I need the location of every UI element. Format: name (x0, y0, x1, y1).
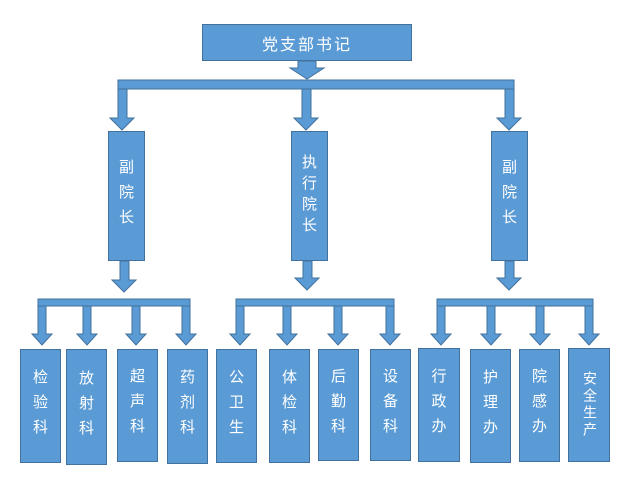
arrow-dept-6 (275, 305, 299, 346)
manager-label: 副院长 (117, 158, 135, 234)
manager-label: 副院长 (500, 158, 518, 234)
dept-node-radiology: 放射科 (66, 349, 107, 465)
arrow-from-manager-1 (110, 260, 138, 293)
arrow-dept-1 (30, 305, 54, 346)
dept-node-infection-control: 院感办 (519, 349, 560, 462)
dept-node-administration: 行政办 (418, 348, 460, 462)
group-bar-2 (235, 298, 395, 307)
dept-label: 放射科 (77, 369, 95, 445)
top-horizontal-bar (117, 79, 515, 90)
group-bar-3 (436, 298, 594, 307)
arrow-dept-12 (577, 305, 601, 346)
arrow-to-manager-1 (108, 88, 136, 131)
arrow-dept-9 (429, 305, 453, 346)
root-arrow (288, 60, 326, 80)
arrow-dept-10 (479, 305, 503, 346)
dept-label: 院感办 (530, 368, 548, 443)
root-node-party-secretary: 党支部书记 (202, 24, 412, 61)
arrow-to-manager-2 (292, 88, 320, 131)
arrow-dept-5 (228, 305, 252, 346)
arrow-dept-7 (326, 305, 350, 346)
dept-node-production-safety: 安全生产 (568, 348, 610, 462)
dept-node-public-health: 公卫生 (216, 349, 257, 463)
arrow-from-manager-3 (495, 260, 523, 291)
group-bar-1 (37, 298, 191, 307)
dept-label: 护理办 (481, 368, 499, 444)
dept-label: 设备科 (381, 367, 399, 443)
arrow-dept-8 (378, 305, 402, 346)
dept-label: 安全生产 (581, 371, 597, 439)
root-node-label: 党支部书记 (261, 34, 352, 54)
dept-node-pharmacy: 药剂科 (167, 349, 208, 464)
dept-node-logistics: 后勤科 (318, 349, 359, 461)
arrow-dept-4 (174, 305, 198, 346)
dept-node-equipment: 设备科 (370, 349, 411, 461)
manager-node-executive-president: 执行院长 (291, 131, 328, 261)
dept-label: 后勤科 (329, 367, 347, 443)
dept-label: 公卫生 (227, 368, 245, 444)
dept-node-ultrasound: 超声科 (117, 349, 158, 462)
arrow-to-manager-3 (495, 88, 523, 131)
manager-node-vice-president-right: 副院长 (491, 131, 528, 261)
manager-label: 执行院长 (300, 154, 318, 238)
dept-label: 检验科 (31, 368, 49, 444)
dept-label: 行政办 (429, 367, 448, 443)
arrow-dept-3 (124, 305, 148, 346)
arrow-dept-11 (528, 305, 552, 346)
dept-label: 超声科 (128, 368, 146, 443)
dept-label: 体检科 (280, 368, 298, 444)
dept-node-physical-exam: 体检科 (269, 349, 310, 463)
arrow-dept-2 (75, 305, 99, 346)
dept-node-nursing: 护理办 (470, 349, 511, 463)
manager-node-vice-president-left: 副院长 (108, 131, 145, 261)
arrow-from-manager-2 (293, 260, 321, 291)
dept-node-laboratory: 检验科 (20, 349, 61, 463)
dept-label: 药剂科 (178, 369, 196, 444)
